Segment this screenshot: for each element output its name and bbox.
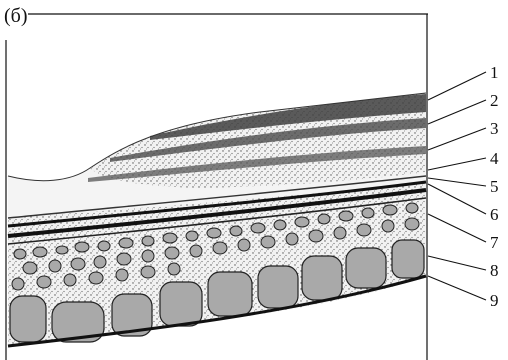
callout-line-3 xyxy=(428,128,486,150)
callout-line-2 xyxy=(428,100,486,124)
layer-number-6: 6 xyxy=(490,205,499,224)
callout-line-7 xyxy=(428,214,486,242)
layer-number-9: 9 xyxy=(490,291,499,310)
layer-number-2: 2 xyxy=(490,91,499,110)
callout-line-8 xyxy=(428,256,486,270)
layer-number-1: 1 xyxy=(490,63,499,82)
callout-line-9 xyxy=(428,276,486,300)
callout-lines xyxy=(428,72,486,300)
layer-number-3: 3 xyxy=(490,119,499,138)
layer-number-7: 7 xyxy=(490,233,499,252)
callout-line-4 xyxy=(428,158,486,170)
callout-line-6 xyxy=(428,184,486,214)
layer-number-5: 5 xyxy=(490,177,499,196)
callout-line-5 xyxy=(428,178,486,186)
callout-line-1 xyxy=(428,72,486,100)
layer-number-4: 4 xyxy=(490,149,499,168)
layer-number-8: 8 xyxy=(490,261,499,280)
